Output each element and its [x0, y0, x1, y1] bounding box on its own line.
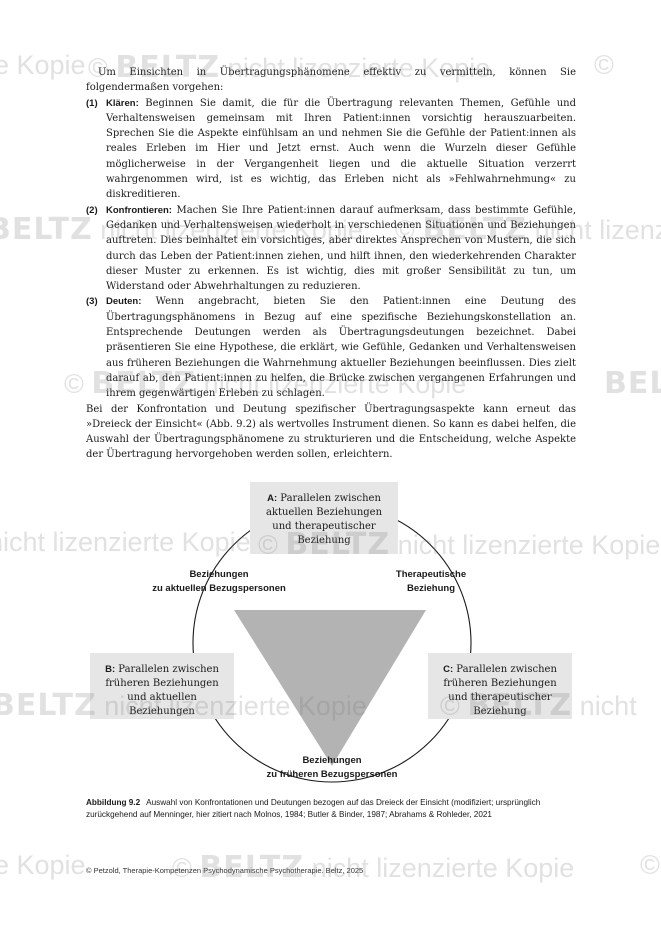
item-number: (2)	[86, 204, 98, 216]
corner-earlier-relations: Beziehungen zu früheren Bezugspersonen	[252, 754, 412, 782]
watermark: BELTZ	[604, 366, 661, 401]
watermark: ©	[594, 50, 614, 80]
box-b-text: Parallelen zwischen früheren Beziehungen…	[105, 664, 219, 717]
box-c-label: C:	[443, 664, 454, 675]
caption-number: Abbildung 9.2	[86, 798, 141, 807]
corner-earlier-line1: Beziehungen	[302, 755, 362, 766]
watermark: e Kopie	[0, 50, 86, 80]
box-a: A: Parallelen zwischen aktuellen Beziehu…	[250, 482, 398, 554]
closing-paragraph: Bei der Konfrontation und Deutung spezif…	[86, 403, 576, 461]
box-a-text: Parallelen zwischen aktuellen Beziehunge…	[265, 493, 383, 546]
item-keyword: Konfrontieren:	[106, 204, 172, 216]
item-text: Wenn angebracht, bieten Sie den Patient:…	[106, 296, 576, 400]
page-footer: © Petzold, Therapie-Kompetenzen Psychody…	[86, 866, 364, 875]
corner-current-line1: Beziehungen	[189, 569, 249, 580]
box-b: B: Parallelen zwischen früheren Beziehun…	[90, 653, 234, 719]
item-text: Beginnen Sie damit, die für die Übertrag…	[106, 97, 576, 201]
box-c-text: Parallelen zwischen früheren Beziehungen…	[443, 664, 557, 717]
item-number: (3)	[86, 296, 98, 308]
corner-therapeutic-relation: Therapeutische Beziehung	[378, 568, 484, 596]
insight-triangle-diagram: A: Parallelen zwischen aktuellen Beziehu…	[86, 478, 578, 788]
item-keyword: Klären:	[106, 97, 139, 109]
insight-triangle	[234, 610, 426, 766]
list-item: (1) Klären: Beginnen Sie damit, die für d…	[86, 96, 576, 203]
box-a-label: A:	[267, 493, 278, 504]
intro-paragraph: Um Einsichten in Übertragungsphänomene e…	[86, 67, 576, 94]
corner-therapeutic-line2: Beziehung	[406, 583, 456, 594]
body-text: Um Einsichten in Übertragungsphänomene e…	[86, 65, 576, 463]
watermark: e Kopie	[0, 850, 86, 880]
list-item: (2) Konfrontieren: Machen Sie Ihre Patien…	[86, 203, 576, 295]
box-b-label: B:	[105, 664, 116, 675]
box-c: C: Parallelen zwischen früheren Beziehun…	[428, 653, 572, 719]
list-item: (3) Deuten: Wenn angebracht, bieten Sie d…	[86, 294, 576, 401]
corner-current-relations: Beziehungen zu aktuellen Bezugspersonen	[144, 568, 294, 596]
corner-current-line2: zu aktuellen Bezugspersonen	[152, 583, 286, 594]
caption-text: Auswahl von Konfrontationen und Deutunge…	[86, 798, 541, 819]
item-keyword: Deuten:	[106, 296, 142, 308]
item-text: Machen Sie Ihre Patient:innen darauf auf…	[106, 204, 576, 293]
item-number: (1)	[86, 97, 98, 109]
corner-earlier-line2: zu früheren Bezugspersonen	[266, 769, 398, 780]
corner-therapeutic-line1: Therapeutische	[395, 569, 467, 580]
watermark: ©	[640, 850, 660, 880]
